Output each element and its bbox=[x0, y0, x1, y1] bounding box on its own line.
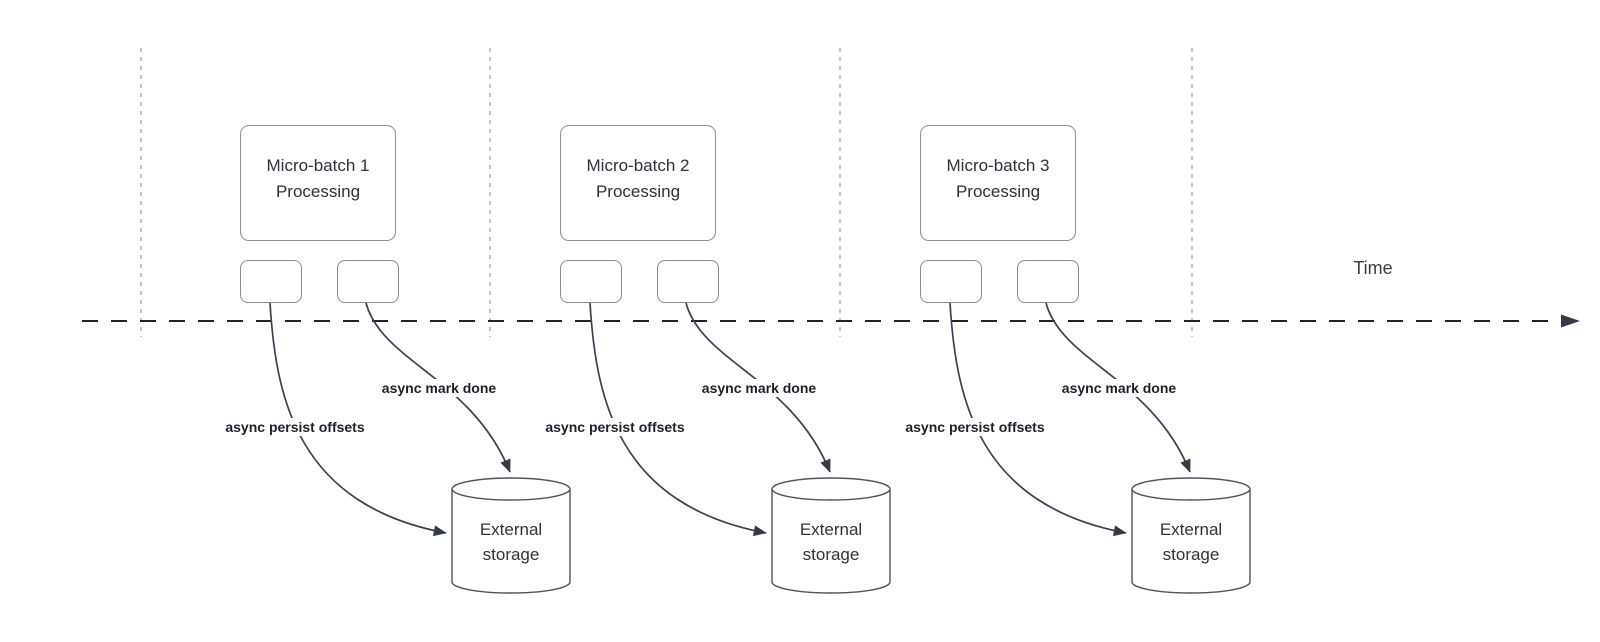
mark-done-label: async mark done bbox=[1059, 379, 1179, 397]
persist-offsets-label: async persist offsets bbox=[903, 418, 1047, 436]
microbatch-group-2: Micro-batch 2 Processing async persist o… bbox=[543, 0, 920, 642]
external-storage-label-line2: storage bbox=[482, 545, 540, 564]
mark-done-label: async mark done bbox=[379, 379, 499, 397]
processing-box-title-line2: Processing bbox=[275, 182, 361, 201]
external-storage-cylinder bbox=[771, 489, 891, 594]
external-storage-label: External storage bbox=[800, 517, 862, 567]
mark-done-task-box bbox=[337, 260, 399, 303]
microbatch-3-processing-box: Micro-batch 3 Processing bbox=[920, 125, 1076, 241]
mark-done-arrow bbox=[685, 302, 831, 473]
external-storage-cylinder-top bbox=[771, 477, 891, 501]
mark-done-arrow bbox=[1045, 302, 1191, 473]
processing-box-title-line2: Processing bbox=[595, 182, 681, 201]
external-storage-label-line2: storage bbox=[1162, 545, 1220, 564]
processing-box-title-line2: Processing bbox=[955, 182, 1041, 201]
external-storage-label-line1: External bbox=[799, 520, 863, 539]
persist-offsets-arrow bbox=[269, 302, 447, 537]
time-axis-label: Time bbox=[1353, 258, 1393, 278]
time-axis-arrowhead-icon bbox=[1561, 314, 1580, 328]
external-storage-cylinder-top bbox=[1131, 477, 1251, 501]
mark-done-arrow bbox=[365, 302, 511, 473]
processing-box-title-line1: Micro-batch 2 bbox=[586, 156, 690, 175]
external-storage-label-line1: External bbox=[1159, 520, 1223, 539]
external-storage-cylinder-top bbox=[451, 477, 571, 501]
external-storage-cylinder bbox=[1131, 489, 1251, 594]
persist-offsets-task-box bbox=[920, 260, 982, 303]
microbatch-2-processing-box: Micro-batch 2 Processing bbox=[560, 125, 716, 241]
processing-box-title-line1: Micro-batch 3 bbox=[946, 156, 1050, 175]
external-storage-label-line2: storage bbox=[802, 545, 860, 564]
processing-box-title-line1: Micro-batch 1 bbox=[266, 156, 370, 175]
microbatch-group-3: Micro-batch 3 Processing async persist o… bbox=[903, 0, 1280, 642]
external-storage-label: External storage bbox=[1160, 517, 1222, 567]
persist-offsets-task-box bbox=[560, 260, 622, 303]
persist-offsets-arrow bbox=[949, 302, 1127, 537]
mark-done-task-box bbox=[1017, 260, 1079, 303]
persist-offsets-label: async persist offsets bbox=[543, 418, 687, 436]
persist-offsets-arrow bbox=[589, 302, 767, 537]
mark-done-label: async mark done bbox=[699, 379, 819, 397]
external-storage-cylinder bbox=[451, 489, 571, 594]
microbatch-1-processing-box: Micro-batch 1 Processing bbox=[240, 125, 396, 241]
external-storage-label-line1: External bbox=[479, 520, 543, 539]
microbatch-group-1: Micro-batch 1 Processing async persist o… bbox=[223, 0, 600, 642]
external-storage-label: External storage bbox=[480, 517, 542, 567]
persist-offsets-task-box bbox=[240, 260, 302, 303]
mark-done-task-box bbox=[657, 260, 719, 303]
persist-offsets-label: async persist offsets bbox=[223, 418, 367, 436]
